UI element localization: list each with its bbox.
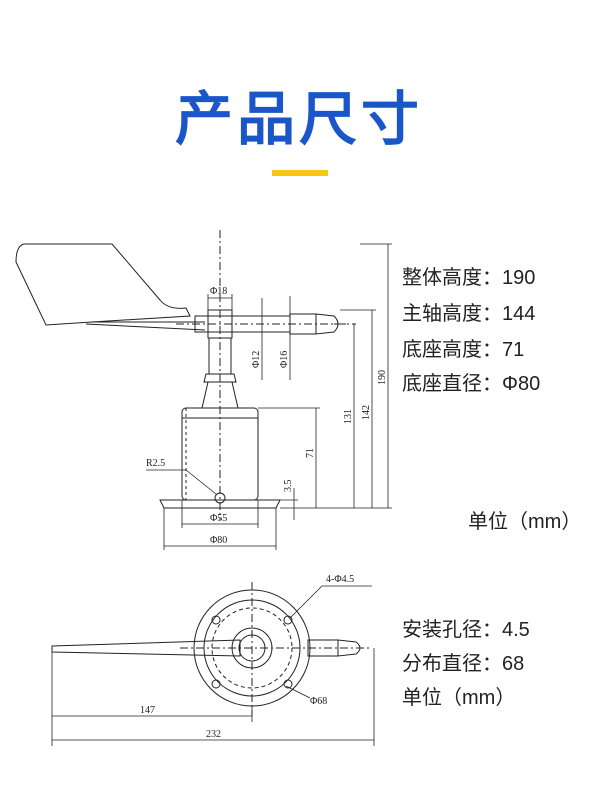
dim-h131: 131 (343, 409, 354, 424)
dim-d18: Φ18 (210, 286, 227, 297)
dim-holes: 4-Φ4.5 (326, 574, 354, 585)
dim-l147: 147 (140, 705, 155, 716)
spec-mount-hole: 安装孔径：4.5 (402, 619, 530, 641)
dim-h71: 71 (305, 448, 316, 458)
top-view-unit: 单位（mm） (402, 687, 516, 709)
dim-h190: 190 (377, 370, 388, 385)
side-view-unit: 单位（mm） (468, 511, 582, 533)
dim-d68: Φ68 (310, 696, 327, 707)
dim-d12: Φ12 (251, 351, 262, 368)
dim-d80: Φ80 (210, 535, 227, 546)
spec-shaft-height: 主轴高度：144 (402, 303, 536, 325)
spec-base-diameter: 底座直径：Φ80 (402, 373, 541, 395)
dim-h3-5: 3.5 (283, 480, 294, 493)
spec-distribution-diameter: 分布直径：68 (402, 653, 525, 675)
dim-d55: Φ55 (210, 513, 227, 524)
spec-total-height: 整体高度：190 (402, 267, 536, 289)
page-title: 产品尺寸 (174, 85, 423, 153)
dim-d16: Φ16 (279, 351, 290, 368)
dim-l232: 232 (206, 729, 221, 740)
side-view-drawing (15, 230, 392, 550)
top-view-drawing (51, 582, 375, 746)
dim-h142: 142 (361, 405, 372, 420)
dim-r2-5: R2.5 (146, 458, 165, 469)
title-underline (272, 170, 328, 176)
spec-base-height: 底座高度：71 (402, 339, 525, 361)
